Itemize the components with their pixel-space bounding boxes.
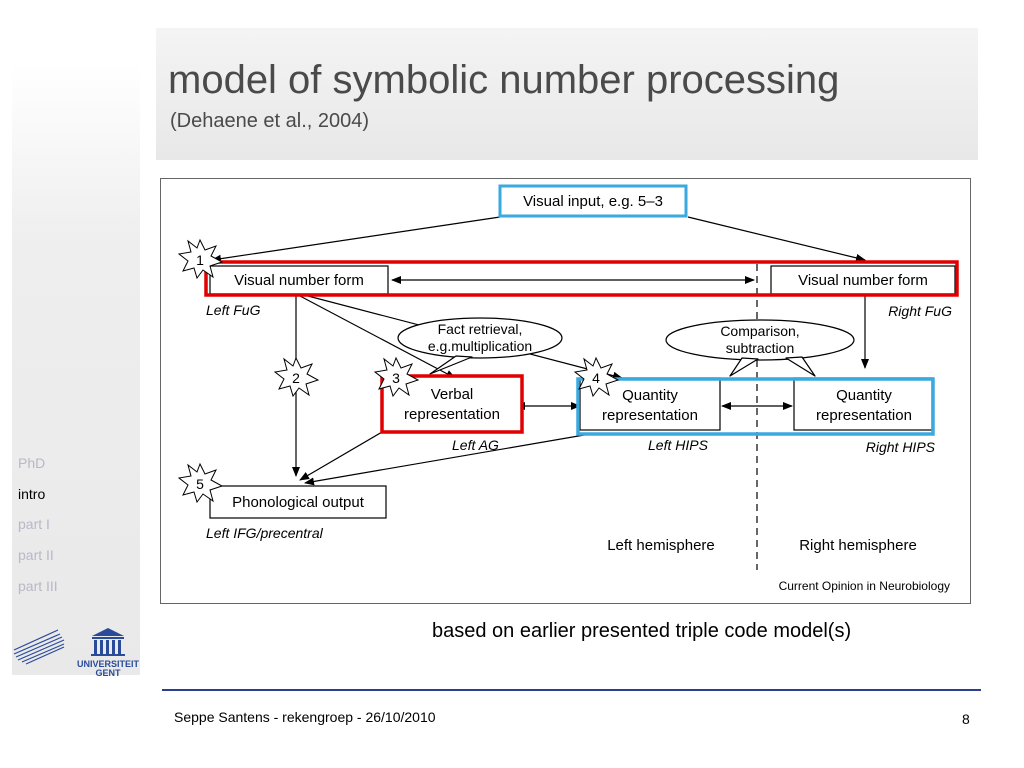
vnf-right-box xyxy=(770,265,956,295)
qty-right-label-2: representation xyxy=(816,407,912,424)
qty-left-label-2: representation xyxy=(602,407,698,424)
nav-item-part-3[interactable]: part III xyxy=(18,578,58,594)
arrow-input-to-right-vnf xyxy=(687,216,866,262)
fact-label-2: e.g.multiplication xyxy=(428,338,532,354)
comparison-label-2: subtraction xyxy=(726,340,794,356)
right-hips-label: Right HIPS xyxy=(866,439,936,455)
slide-title: model of symbolic number processing xyxy=(168,58,840,102)
vnf-left-box xyxy=(209,265,389,295)
arrow-verbal-to-phon xyxy=(299,431,383,481)
qty-right-box xyxy=(793,377,933,431)
logo-building-icon xyxy=(91,628,125,656)
star-1-icon: 1 xyxy=(177,238,224,280)
vnf-right-label: Visual number form xyxy=(798,272,928,289)
phon-label: Phonological output xyxy=(232,494,365,511)
verbal-label-2: representation xyxy=(404,406,500,423)
logo-text-gent: GENT xyxy=(95,668,121,678)
callout-comparison: Comparison, subtraction xyxy=(665,319,855,377)
qty-highlight xyxy=(576,377,935,436)
slide-note: based on earlier presented triple code m… xyxy=(432,620,852,642)
fact-label-1: Fact retrieval, xyxy=(438,321,523,337)
visual-input-label: Visual input, e.g. 5–3 xyxy=(523,193,663,210)
star-3-label: 3 xyxy=(392,370,400,386)
nav-item-part-1[interactable]: part I xyxy=(18,516,50,532)
star-4-label: 4 xyxy=(592,370,600,386)
comparison-label-1: Comparison, xyxy=(720,323,799,339)
star-2-icon: 2 xyxy=(273,356,320,398)
left-hips-label: Left HIPS xyxy=(648,437,709,453)
title-band xyxy=(156,28,978,160)
sidebar xyxy=(12,63,140,675)
right-fug-label: Right FuG xyxy=(888,303,952,319)
callout-fact-retrieval: Fact retrieval, e.g.multiplication xyxy=(397,317,563,375)
arrow-left-vnf-to-verbal xyxy=(299,295,456,379)
left-ifg-label: Left IFG/precentral xyxy=(206,525,324,541)
left-ag-label: Left AG xyxy=(452,437,499,453)
diagram: Fact retrieval, e.g.multiplication Compa… xyxy=(160,178,971,604)
verbal-label-1: Verbal xyxy=(431,386,474,403)
nav-item-part-2[interactable]: part II xyxy=(18,547,54,563)
arrow-qty-to-phon xyxy=(304,433,591,486)
star-2-label: 2 xyxy=(292,370,300,386)
star-5-label: 5 xyxy=(196,476,204,492)
source-label: Current Opinion in Neurobiology xyxy=(779,579,950,593)
slide-subtitle: (Dehaene et al., 2004) xyxy=(170,110,370,132)
star-5-icon: 5 xyxy=(177,462,224,504)
logo-text-university: UNIVERSITEIT xyxy=(77,659,140,669)
nav-item-intro[interactable]: intro xyxy=(18,486,46,502)
vnf-left-label: Visual number form xyxy=(234,272,364,289)
nav-item-phd[interactable]: PhD xyxy=(18,455,46,471)
left-fug-label: Left FuG xyxy=(206,302,261,318)
footer-text: Seppe Santens - rekengroep - 26/10/2010 xyxy=(174,709,436,725)
visual-input-box xyxy=(498,184,688,218)
star-3-icon: 3 xyxy=(373,356,420,398)
diagram-arrows xyxy=(211,216,869,486)
right-hemisphere-label: Right hemisphere xyxy=(799,537,917,554)
qty-right-label-1: Quantity xyxy=(836,387,892,404)
phon-box xyxy=(209,485,387,519)
vnf-highlight xyxy=(204,260,959,297)
star-4-icon: 4 xyxy=(573,356,620,398)
footer-divider xyxy=(162,689,981,691)
qty-left-label-1: Quantity xyxy=(622,387,678,404)
star-1-label: 1 xyxy=(196,252,204,268)
left-hemisphere-label: Left hemisphere xyxy=(607,537,715,554)
logo-stripes-icon xyxy=(13,629,65,665)
arrow-input-to-left-vnf xyxy=(211,216,501,263)
university-logo: UNIVERSITEIT GENT xyxy=(13,628,140,678)
page-number: 8 xyxy=(962,711,970,727)
